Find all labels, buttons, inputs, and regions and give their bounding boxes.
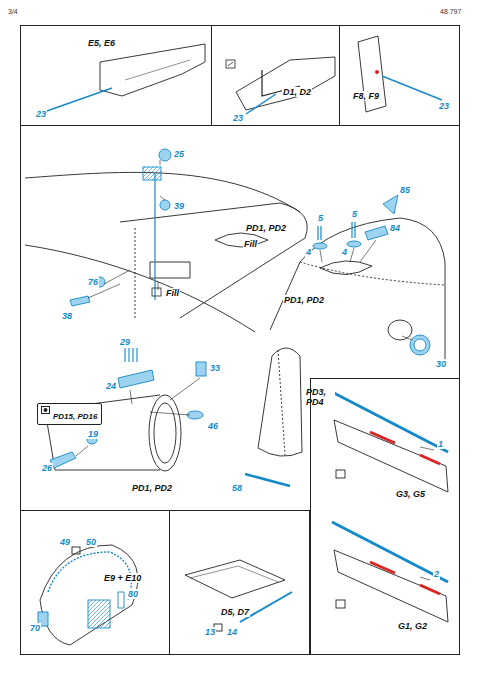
part-name: D1, D2 <box>282 87 312 97</box>
callout-number: 76 <box>87 277 99 287</box>
callout-number: 23 <box>232 113 244 123</box>
callout-number: 19 <box>87 429 99 439</box>
callout-number: 39 <box>173 201 185 211</box>
part-set-box: PD15, PD16 <box>37 403 102 425</box>
callout-number: 1 <box>437 439 444 449</box>
callout-number: 49 <box>59 537 71 547</box>
instruction-panel: 1G3, G5 2G1, G2 <box>310 378 460 655</box>
callout-number: 33 <box>209 363 221 373</box>
part-name: G1, G2 <box>397 621 428 631</box>
callout-number: 30 <box>435 359 447 369</box>
callout-number: 25 <box>173 149 185 159</box>
page-number: 3/4 <box>8 8 18 15</box>
instruction-panel: 49 50 E9 + E10 80 70 <box>20 510 170 655</box>
part-name: E5, E6 <box>87 38 116 48</box>
callout-number: 2 <box>433 569 440 579</box>
instruction-panel: F8, F9 23 <box>340 25 460 125</box>
callout-number: 14 <box>226 627 238 637</box>
part-name: G3, G5 <box>395 489 426 499</box>
part-name: PD1, PD2 <box>283 295 325 305</box>
callout-number: 38 <box>61 311 73 321</box>
part-name: D5, D7 <box>220 607 250 617</box>
callout-number: 80 <box>127 589 139 599</box>
callout-number: 50 <box>85 537 97 547</box>
line-art <box>25 36 448 645</box>
callout-number: 5 <box>351 209 358 219</box>
instruction-panel: 23 D1, D2 <box>212 25 340 125</box>
callout-number: 23 <box>35 109 47 119</box>
callout-number: 24 <box>105 381 117 391</box>
part-name: PD1, PD2 <box>245 223 287 233</box>
part-name: E9 + E10 <box>103 573 142 583</box>
callout-number: 46 <box>207 421 219 431</box>
product-code: 48 797 <box>440 8 461 15</box>
callout-number: 58 <box>231 483 243 493</box>
part-name: Fill <box>165 288 180 298</box>
photo-etch-rods <box>44 76 442 114</box>
part-name: F8, F9 <box>352 91 380 101</box>
callout-number: 26 <box>41 463 53 473</box>
instruction-panel: D5, D7 13 14 <box>170 510 310 655</box>
callout-number: 84 <box>389 223 401 233</box>
callout-number: 4 <box>305 247 312 257</box>
instruction-panel: E5, E6 23 <box>20 25 212 125</box>
part-name: PD1, PD2 <box>131 483 173 493</box>
callout-number: 70 <box>29 623 41 633</box>
instruction-panel: 2539PD1, PD2FillFill763885554484PD1, PD2… <box>20 125 460 510</box>
part-name: PD15, PD16 <box>52 412 98 421</box>
etch-icon <box>41 406 50 414</box>
part-name: Fill <box>243 239 258 249</box>
callout-number: 29 <box>119 337 131 347</box>
callout-number: 4 <box>341 247 348 257</box>
callout-number: 5 <box>317 213 324 223</box>
callout-number: 23 <box>438 101 450 111</box>
callout-number: 13 <box>204 627 216 637</box>
callout-number: 85 <box>399 185 411 195</box>
